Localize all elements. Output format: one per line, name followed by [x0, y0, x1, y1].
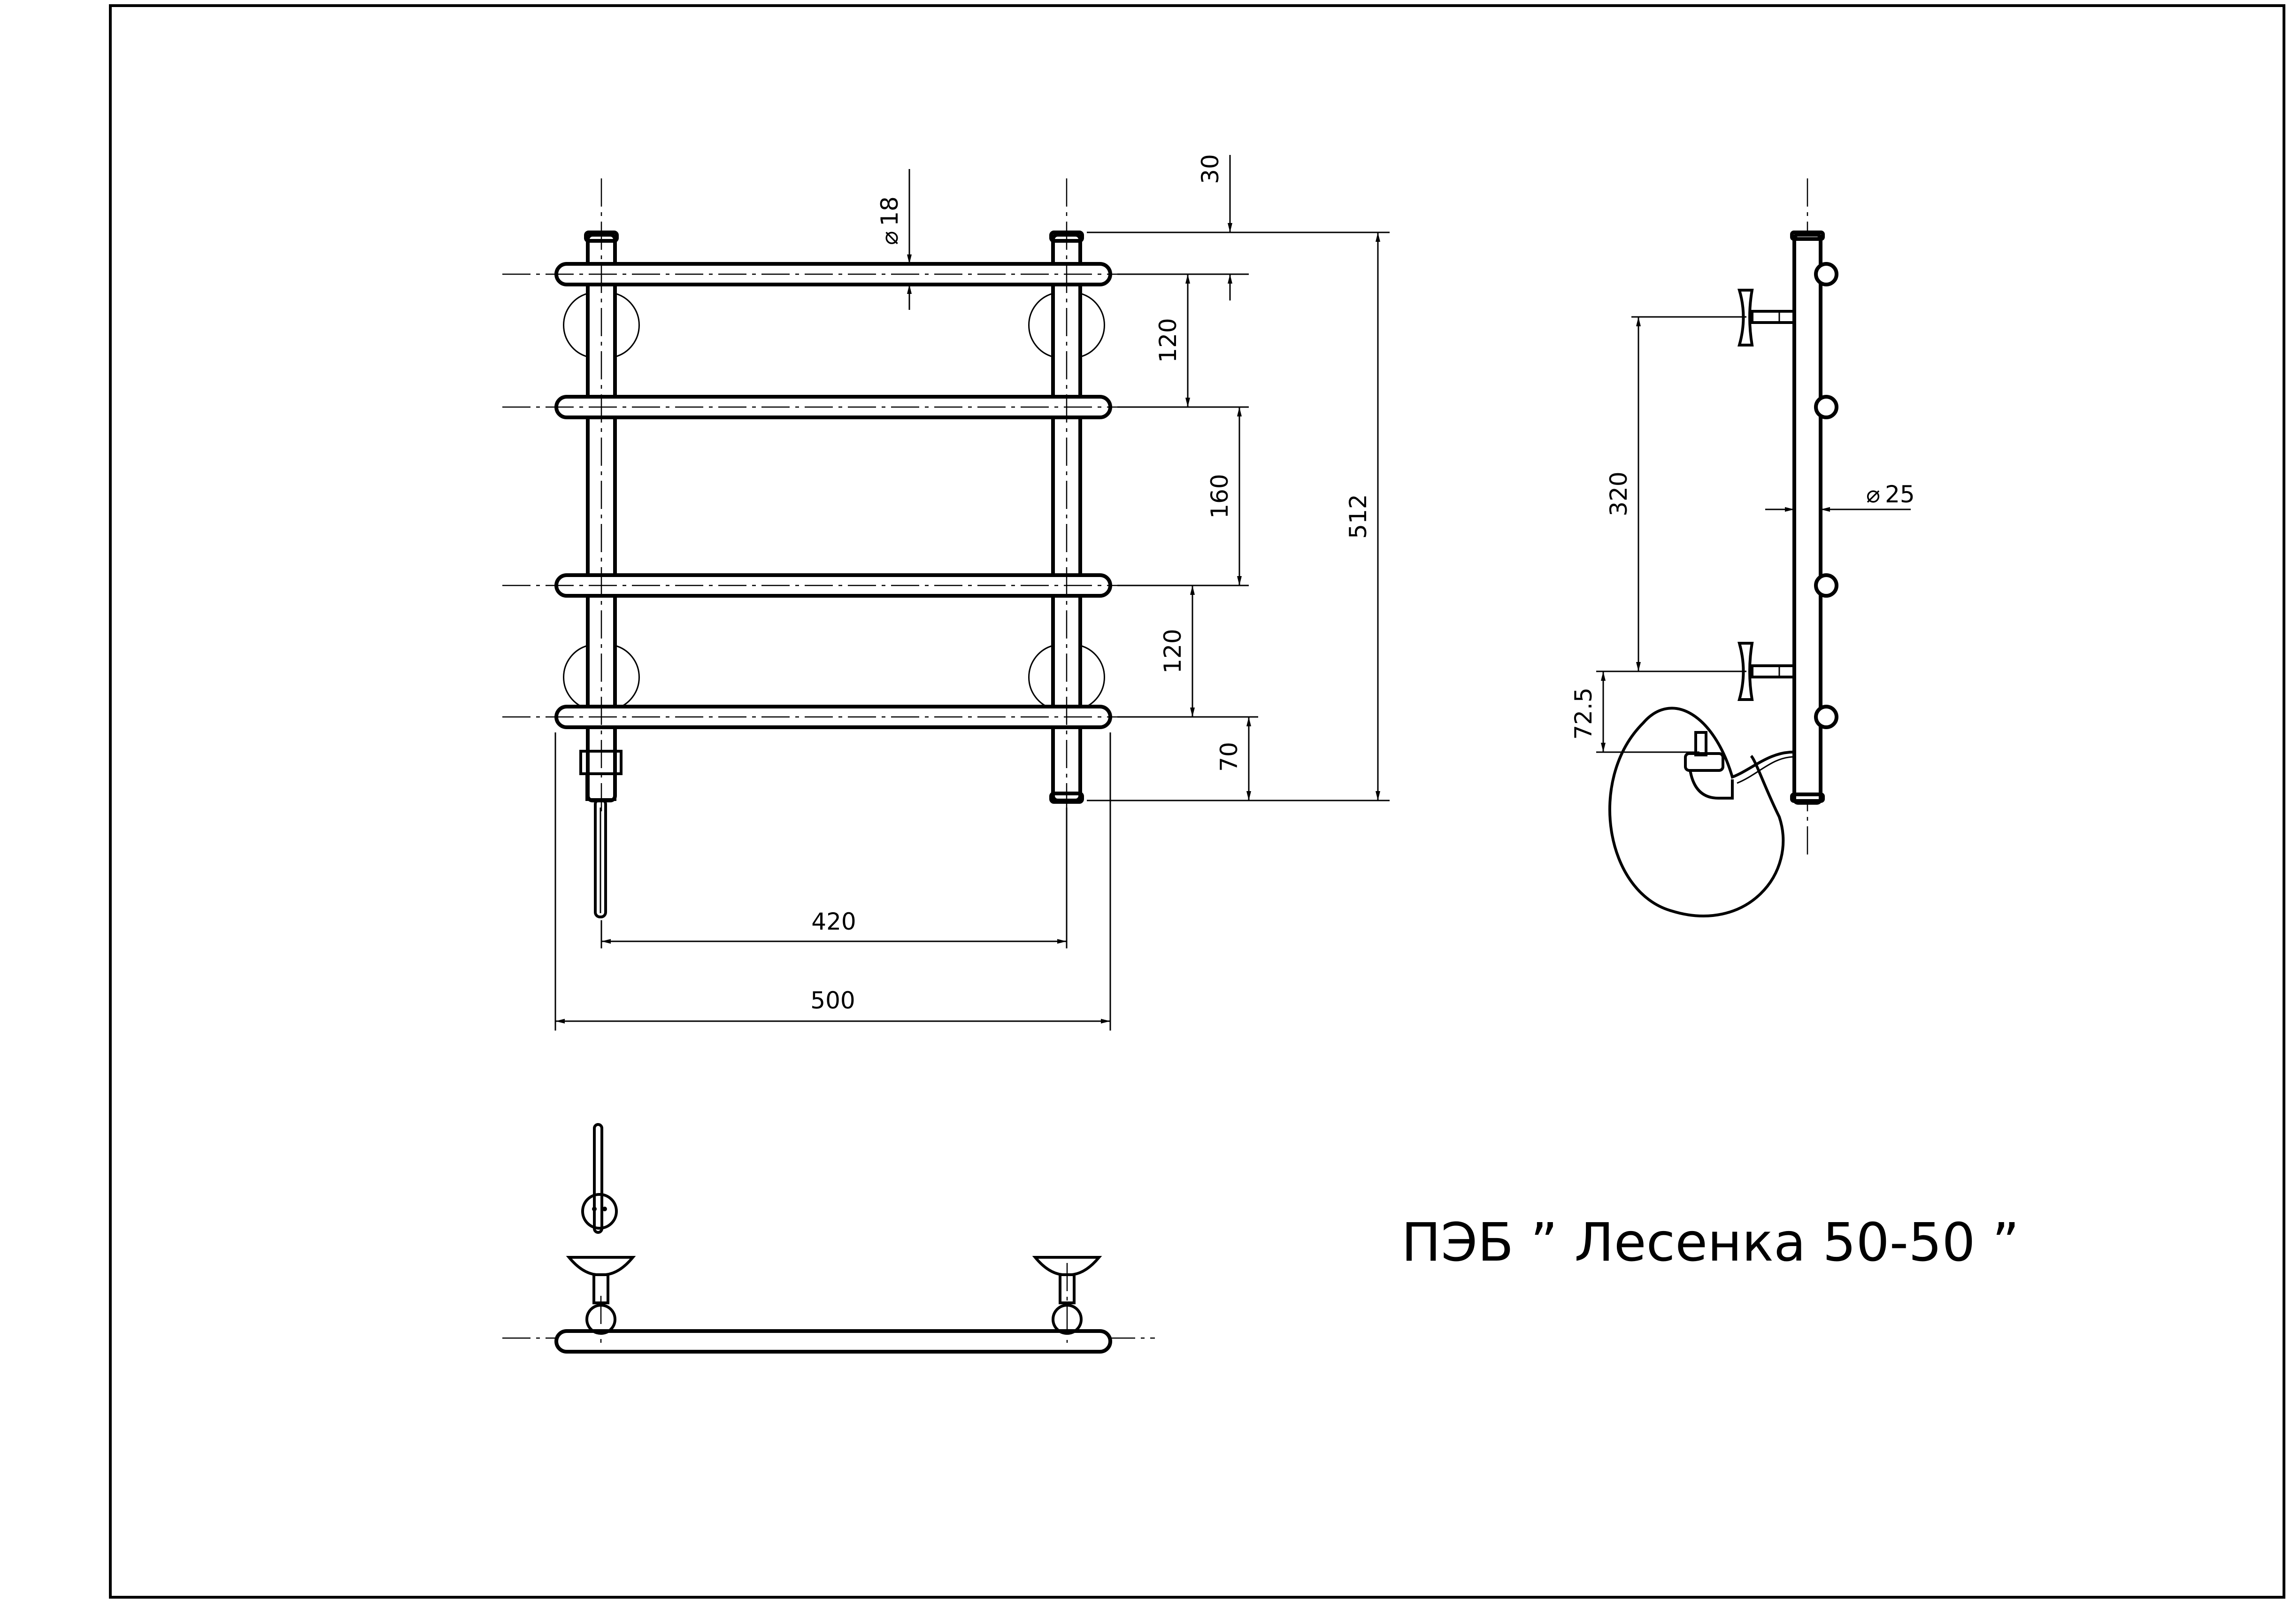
- side-view: 320 72.5 ⌀25: [1570, 178, 1915, 917]
- product-title: ПЭБ ” Лесенка 50-50 ”: [1401, 1212, 2019, 1273]
- dim-top-offset: 30: [1197, 154, 1224, 184]
- side-rung-2: [1814, 395, 1838, 419]
- diameter-symbol: ⌀: [1866, 481, 1880, 508]
- svg-text:⌀18: ⌀18: [876, 196, 903, 245]
- cable-plug: [1684, 731, 1734, 800]
- dim-bracket-offset: 72.5: [1570, 687, 1597, 739]
- side-bracket-top: [1737, 289, 1796, 346]
- diameter-symbol: ⌀: [876, 231, 903, 245]
- side-rung-1: [1814, 262, 1838, 286]
- top-right-bracket: [1032, 1256, 1102, 1343]
- front-view: [502, 178, 1136, 918]
- front-dimensions: ⌀18 30 120 160 120 70 512 420: [554, 154, 1390, 1031]
- dim-spacing-bottom: 120: [1159, 629, 1186, 673]
- sheet-frame: [109, 4, 2285, 1599]
- wall-flange-top-right: [1028, 292, 1105, 358]
- wall-flange-top-left: [563, 292, 640, 358]
- wall-flange-bottom-left: [563, 645, 640, 710]
- top-view: [502, 1123, 1155, 1354]
- dim-mount-width: 420: [811, 908, 856, 935]
- top-rung: [554, 1329, 1112, 1354]
- side-rung-3: [1814, 573, 1838, 598]
- dim-bracket-spacing: 320: [1605, 471, 1632, 516]
- dim-total-height: 512: [1345, 494, 1372, 539]
- side-rung-4: [1814, 705, 1838, 729]
- dim-spacing-middle: 160: [1206, 474, 1233, 518]
- dim-riser-diameter: ⌀25: [1866, 481, 1915, 508]
- top-left-bracket: [566, 1123, 636, 1343]
- dim-total-width: 500: [810, 987, 855, 1014]
- power-cable: [1608, 707, 1795, 917]
- dim-spacing-top: 120: [1154, 318, 1182, 362]
- side-bracket-bottom: [1737, 642, 1796, 701]
- dim-bottom-offset: 70: [1215, 742, 1243, 772]
- wall-flange-bottom-right: [1028, 645, 1105, 710]
- dim-diameter-18: ⌀18: [876, 196, 903, 245]
